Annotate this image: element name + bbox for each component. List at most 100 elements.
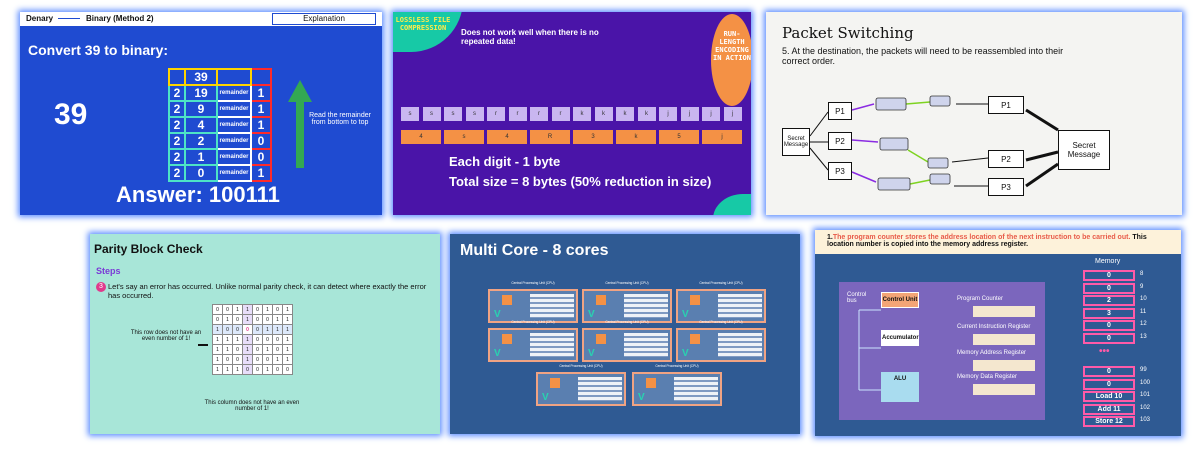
- grid-cell: 1: [262, 324, 273, 335]
- core-logo-icon: V: [494, 309, 501, 320]
- letter-tile: j: [702, 107, 720, 121]
- slide-multicore[interactable]: Multi Core - 8 cores Central Processing …: [450, 234, 800, 434]
- heading-red: The program counter stores the address l…: [832, 234, 1131, 241]
- slide-title: Parity Block Check: [94, 242, 203, 256]
- step-number: 1.: [827, 234, 833, 241]
- grid-cell: 1: [242, 334, 253, 345]
- packet-p1: P1: [828, 102, 852, 120]
- grid-cell: 0: [252, 324, 263, 335]
- program-counter-field: [973, 306, 1035, 317]
- grid-cell: 0: [272, 334, 283, 345]
- memory-address: 100: [1140, 379, 1151, 386]
- packet-p2: P2: [828, 132, 852, 150]
- line-one: Each digit - 1 byte: [449, 154, 561, 169]
- memory-address: 12: [1140, 321, 1147, 327]
- circle-shape: [711, 14, 751, 106]
- letter-tile: j: [659, 107, 677, 121]
- letter-tile: r: [508, 107, 527, 121]
- memory-cell: Load 10: [1083, 391, 1135, 402]
- slide-title: Multi Core - 8 cores: [460, 242, 609, 259]
- grid-cell: 0: [232, 344, 243, 355]
- core-unit-square: [502, 295, 512, 305]
- grid-cell: 0: [212, 314, 223, 325]
- grid-cell: 1: [212, 364, 223, 375]
- slide-heading: 1.The program counter stores the address…: [827, 234, 1172, 248]
- grid-cell: 1: [282, 304, 293, 315]
- grid-cell: 1: [282, 314, 293, 325]
- grid-cell: 1: [232, 364, 243, 375]
- pair-tile: s: [444, 130, 484, 144]
- slide-parity-block[interactable]: Parity Block Check Steps 3 Let's say an …: [90, 234, 440, 434]
- core-logo-icon: V: [588, 348, 595, 359]
- grid-cell: 0: [252, 344, 263, 355]
- core-label: Central Processing Unit (CPU): [559, 364, 603, 368]
- packet-out-p1: P1: [988, 96, 1024, 114]
- memory-address: 11: [1140, 308, 1147, 315]
- packet-p3: P3: [828, 162, 852, 180]
- grid-cell: 0: [252, 354, 263, 365]
- cpu-core: V: [582, 289, 672, 323]
- tab-explanation[interactable]: Explanation: [272, 13, 376, 25]
- packet-out-p2: P2: [988, 150, 1024, 168]
- core-registers: [624, 333, 668, 357]
- grid-cell: 0: [232, 314, 243, 325]
- warning-text: Does not work well when there is no repe…: [461, 28, 599, 46]
- control-bus-label: Control bus: [847, 292, 867, 304]
- heading-rest: This location number is copied into the …: [827, 234, 1147, 248]
- memory-cell: 3: [1083, 307, 1135, 319]
- pair-tile: 3: [573, 130, 613, 144]
- column-note: This column does not have an even number…: [204, 400, 300, 412]
- grid-cell: 1: [262, 364, 273, 375]
- alu-box: ALU: [881, 372, 919, 402]
- grid-cell: 1: [222, 364, 233, 375]
- pair-tile: 4: [487, 130, 527, 144]
- tab-denary[interactable]: Denary: [26, 14, 54, 23]
- grid-cell: 0: [242, 324, 253, 335]
- slide-denary-binary[interactable]: Denary Binary (Method 2) Explanation Con…: [20, 12, 382, 215]
- core-label: Central Processing Unit (CPU): [655, 364, 699, 368]
- grid-cell: 1: [242, 314, 253, 325]
- cpu-core: V: [676, 289, 766, 323]
- letter-tile: s: [444, 107, 462, 121]
- grid-cell: 0: [272, 364, 283, 375]
- grid-cell: 1: [282, 334, 293, 345]
- letter-tile: s: [401, 107, 419, 121]
- core-label: Central Processing Unit (CPU): [511, 320, 555, 324]
- cpu-block: [839, 282, 1045, 420]
- grid-cell: 1: [242, 354, 253, 365]
- grid-cell: 0: [232, 324, 243, 335]
- grid-cell: 1: [262, 304, 273, 315]
- memory-cell: 0: [1083, 270, 1135, 281]
- grid-cell: 0: [232, 354, 243, 365]
- grid-cell: 0: [252, 364, 263, 375]
- badge-text: LOSSLESS FILE COMPRESSION: [395, 16, 451, 32]
- letter-tile: r: [530, 107, 548, 121]
- slide-rle[interactable]: LOSSLESS FILE COMPRESSION Does not work …: [393, 12, 751, 215]
- corner-shape: [713, 194, 751, 215]
- bus-lines: [858, 309, 881, 391]
- steps-label: Steps: [96, 266, 121, 276]
- core-logo-icon: V: [494, 348, 501, 359]
- core-registers: [578, 377, 622, 401]
- grid-cell: 0: [242, 364, 253, 375]
- grid-cell: 1: [242, 344, 253, 355]
- destination-box: Secret Message: [1058, 130, 1110, 170]
- grid-cell: 1: [222, 344, 233, 355]
- slide-packet-switching[interactable]: Packet Switching 5. At the destination, …: [766, 12, 1182, 215]
- grid-cell: 1: [212, 354, 223, 365]
- grid-cell: 0: [262, 334, 273, 345]
- letter-tile: r: [487, 107, 505, 121]
- tab-binary[interactable]: Binary (Method 2): [86, 14, 154, 23]
- grid-cell: 1: [272, 354, 283, 365]
- memory-address: 99: [1140, 367, 1147, 373]
- cpu-core: V: [488, 328, 578, 362]
- grid-cell: 1: [262, 344, 273, 355]
- slide-program-counter[interactable]: 1.The program counter stores the address…: [815, 230, 1181, 436]
- grid-cell: 1: [222, 314, 233, 325]
